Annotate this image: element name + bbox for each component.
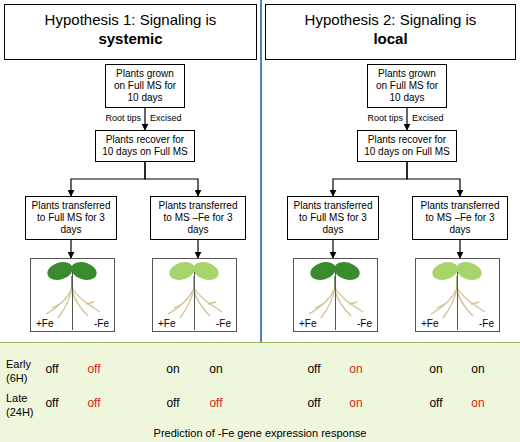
state-value: off — [87, 362, 100, 377]
prediction-band: Prediction of -Fe gene expression respon… — [0, 342, 520, 442]
flow-arrow — [145, 162, 198, 196]
node-text: +Fe — [421, 318, 439, 329]
node-text: +Fe — [158, 318, 176, 329]
flow-arrow — [406, 108, 407, 130]
flow-arrow — [407, 162, 460, 196]
node-text: Plants grown on Full MS for 10 days — [110, 68, 180, 104]
node-text: +Fe — [299, 318, 317, 329]
plant-panel: +Fe -Fe — [293, 258, 378, 332]
state-value: off — [166, 396, 179, 411]
state-value: off — [209, 396, 222, 411]
node-text: systemic — [9, 30, 252, 49]
state-value: on — [166, 362, 179, 377]
split-divider — [73, 272, 458, 330]
flow-arrow — [459, 240, 460, 258]
node-text: +Fe — [36, 318, 54, 329]
process-box: Plants transferred to Full MS for 3 days — [287, 196, 379, 240]
process-box: Plants recover for 10 days on Full MS — [357, 130, 457, 162]
plant-panel: +Fe -Fe — [30, 258, 115, 332]
process-box: Plants transferred to MS –Fe for 3 days — [412, 196, 508, 240]
flow-arrow — [71, 162, 145, 196]
process-box: Plants grown on Full MS for 10 days — [367, 64, 447, 108]
node-text: Hypothesis 1: Signaling is — [9, 11, 252, 30]
node-text: Plants transferred to Full MS for 3 days — [292, 200, 374, 236]
node-text: Plants grown on Full MS for 10 days — [372, 68, 442, 104]
state-value: on — [429, 362, 442, 377]
state-value: off — [307, 396, 320, 411]
plant-panel: +Fe -Fe — [415, 258, 500, 332]
row-label: Late (24H) — [6, 392, 48, 420]
state-value: off — [429, 396, 442, 411]
state-value: off — [45, 362, 58, 377]
flow-arrow — [333, 162, 407, 196]
edge-note: Root tips — [105, 113, 141, 124]
process-box: Plants recover for 10 days on Full MS — [95, 130, 195, 162]
panel-divider — [260, 0, 262, 342]
node-text: -Fe — [216, 318, 231, 329]
state-value: on — [209, 362, 222, 377]
node-text: Plants recover for 10 days on Full MS — [362, 134, 452, 158]
edge-note: Excised — [412, 113, 444, 124]
node-text: -Fe — [94, 318, 109, 329]
state-value: off — [45, 396, 58, 411]
node-text: -Fe — [357, 318, 372, 329]
node-text: -Fe — [479, 318, 494, 329]
plant-panel: +Fe -Fe — [152, 258, 237, 332]
flow-arrow — [332, 240, 333, 258]
edge-note: Excised — [150, 113, 182, 124]
flow-arrow — [144, 108, 145, 130]
process-box: Plants transferred to MS –Fe for 3 days — [150, 196, 246, 240]
flow-arrow — [197, 240, 198, 258]
state-value: off — [87, 396, 100, 411]
node-text: local — [270, 30, 511, 49]
process-box: Plants transferred to Full MS for 3 days — [25, 196, 117, 240]
edge-note: Root tips — [367, 113, 403, 124]
process-box: Plants grown on Full MS for 10 days — [105, 64, 185, 108]
hypothesis-title: Hypothesis 2: Signaling islocal — [265, 4, 516, 60]
hypothesis-title: Hypothesis 1: Signaling issystemic — [4, 4, 257, 60]
flow-arrow — [70, 240, 71, 258]
state-value: on — [471, 362, 484, 377]
row-label: Early (6H) — [6, 358, 48, 386]
node-text: Hypothesis 2: Signaling is — [270, 11, 511, 30]
state-value: on — [349, 396, 362, 411]
state-value: on — [349, 362, 362, 377]
node-text: Prediction of -Fe gene expression respon… — [154, 427, 367, 439]
state-value: off — [307, 362, 320, 377]
node-text: Plants recover for 10 days on Full MS — [100, 134, 190, 158]
node-text: Plants transferred to MS –Fe for 3 days — [417, 200, 503, 236]
state-value: on — [471, 396, 484, 411]
node-text: Plants transferred to MS –Fe for 3 days — [155, 200, 241, 236]
node-text: Plants transferred to Full MS for 3 days — [30, 200, 112, 236]
